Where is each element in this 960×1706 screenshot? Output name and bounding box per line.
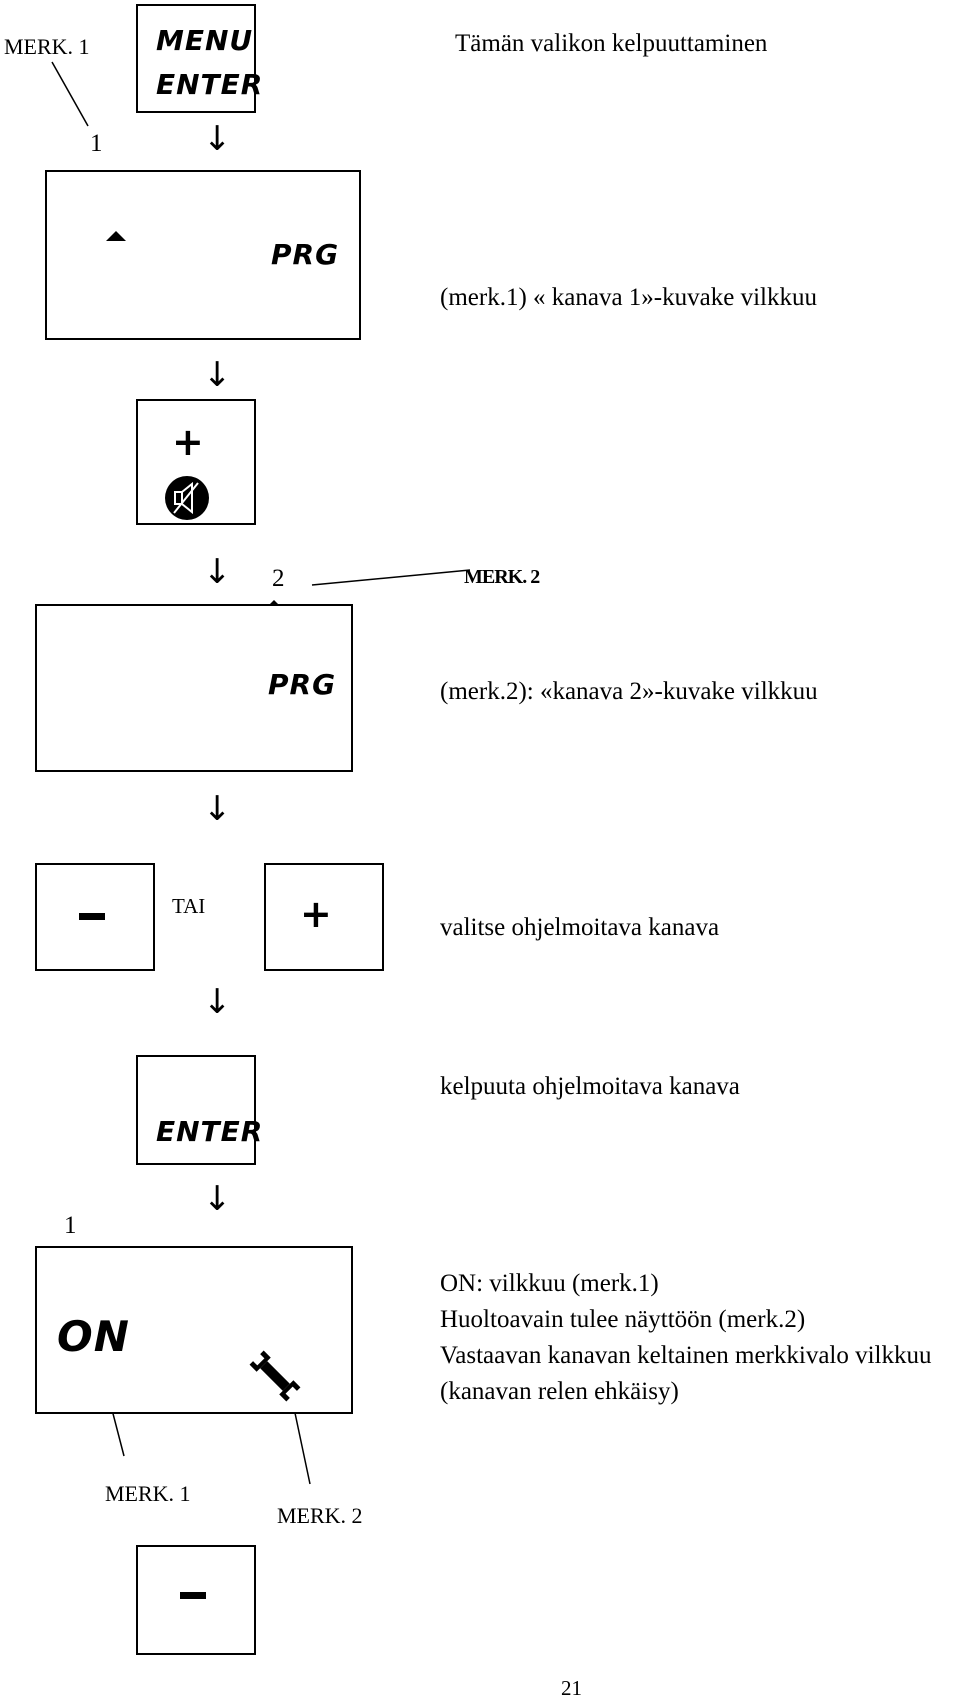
plus-icon: + (300, 892, 332, 936)
on-description-line2: Huoltoavain tulee näyttöön (merk.2) (440, 1306, 806, 1333)
down-arrow-icon: ↓ (203, 789, 232, 829)
select-channel-description: valitse ohjelmoitava kanava (440, 914, 720, 941)
or-label: TAI (172, 894, 206, 918)
minus-icon (79, 913, 105, 920)
merk1-bottom-label: MERK. 1 (105, 1481, 191, 1506)
up-triangle-icon (106, 231, 126, 241)
leader-line-merk2-mid (311, 569, 471, 586)
enter-key[interactable]: ENTER (136, 1055, 262, 1165)
lcd-display-channel1: PRG (45, 170, 361, 340)
on-display-text: ON (57, 1312, 130, 1361)
down-arrow-icon: ↓ (203, 552, 232, 592)
ref-number-2: 2 (272, 565, 285, 592)
title-text: Tämän valikon kelpuuttaminen (455, 30, 768, 57)
enter-key-label: ENTER (156, 68, 264, 101)
merk2-mid-label: MERK. 2 (464, 566, 540, 588)
prg-display-text: PRG (271, 238, 340, 271)
minus-key-bottom[interactable] (136, 1545, 256, 1655)
plus-key[interactable]: + (264, 863, 384, 971)
minus-key[interactable] (35, 863, 155, 971)
down-arrow-icon: ↓ (203, 355, 232, 395)
plus-icon: + (172, 420, 204, 464)
ref-number-1-top: 1 (90, 130, 103, 157)
ref-number-1-bottom: 1 (64, 1212, 77, 1239)
channel2-description: (merk.2): «kanava 2»-kuvake vilkkuu (440, 678, 818, 705)
down-arrow-icon: ↓ (203, 119, 232, 159)
enter-key-label: ENTER (156, 1115, 264, 1148)
merk2-bottom-label: MERK. 2 (277, 1503, 363, 1528)
menu-key-label: MENU (156, 24, 254, 57)
enable-channel-description: kelpuuta ohjelmoitava kanava (440, 1073, 740, 1100)
leader-line-merk2-bottom (294, 1412, 311, 1485)
lcd-display-on: ON (35, 1246, 353, 1414)
on-description-line1: ON: vilkkuu (merk.1) (440, 1270, 659, 1297)
on-description-line4: (kanavan relen ehkäisy) (440, 1378, 679, 1405)
merk1-top-label: MERK. 1 (4, 34, 90, 59)
wrench-icon (249, 1350, 301, 1402)
page-number: 21 (561, 1676, 582, 1700)
down-arrow-icon: ↓ (203, 1179, 232, 1219)
on-description-line3: Vastaavan kanavan keltainen merkkivalo v… (440, 1342, 932, 1369)
lcd-display-channel2: PRG (35, 604, 353, 772)
mute-icon (165, 476, 209, 520)
plus-mute-key[interactable]: + (136, 399, 256, 525)
menu-enter-key[interactable]: MENU ENTER (136, 4, 262, 113)
prg-display-text: PRG (268, 668, 337, 701)
down-arrow-icon: ↓ (203, 982, 232, 1022)
leader-line-merk1-top (51, 61, 89, 127)
channel1-description: (merk.1) « kanava 1»-kuvake vilkkuu (440, 284, 817, 311)
minus-icon (180, 1592, 206, 1599)
